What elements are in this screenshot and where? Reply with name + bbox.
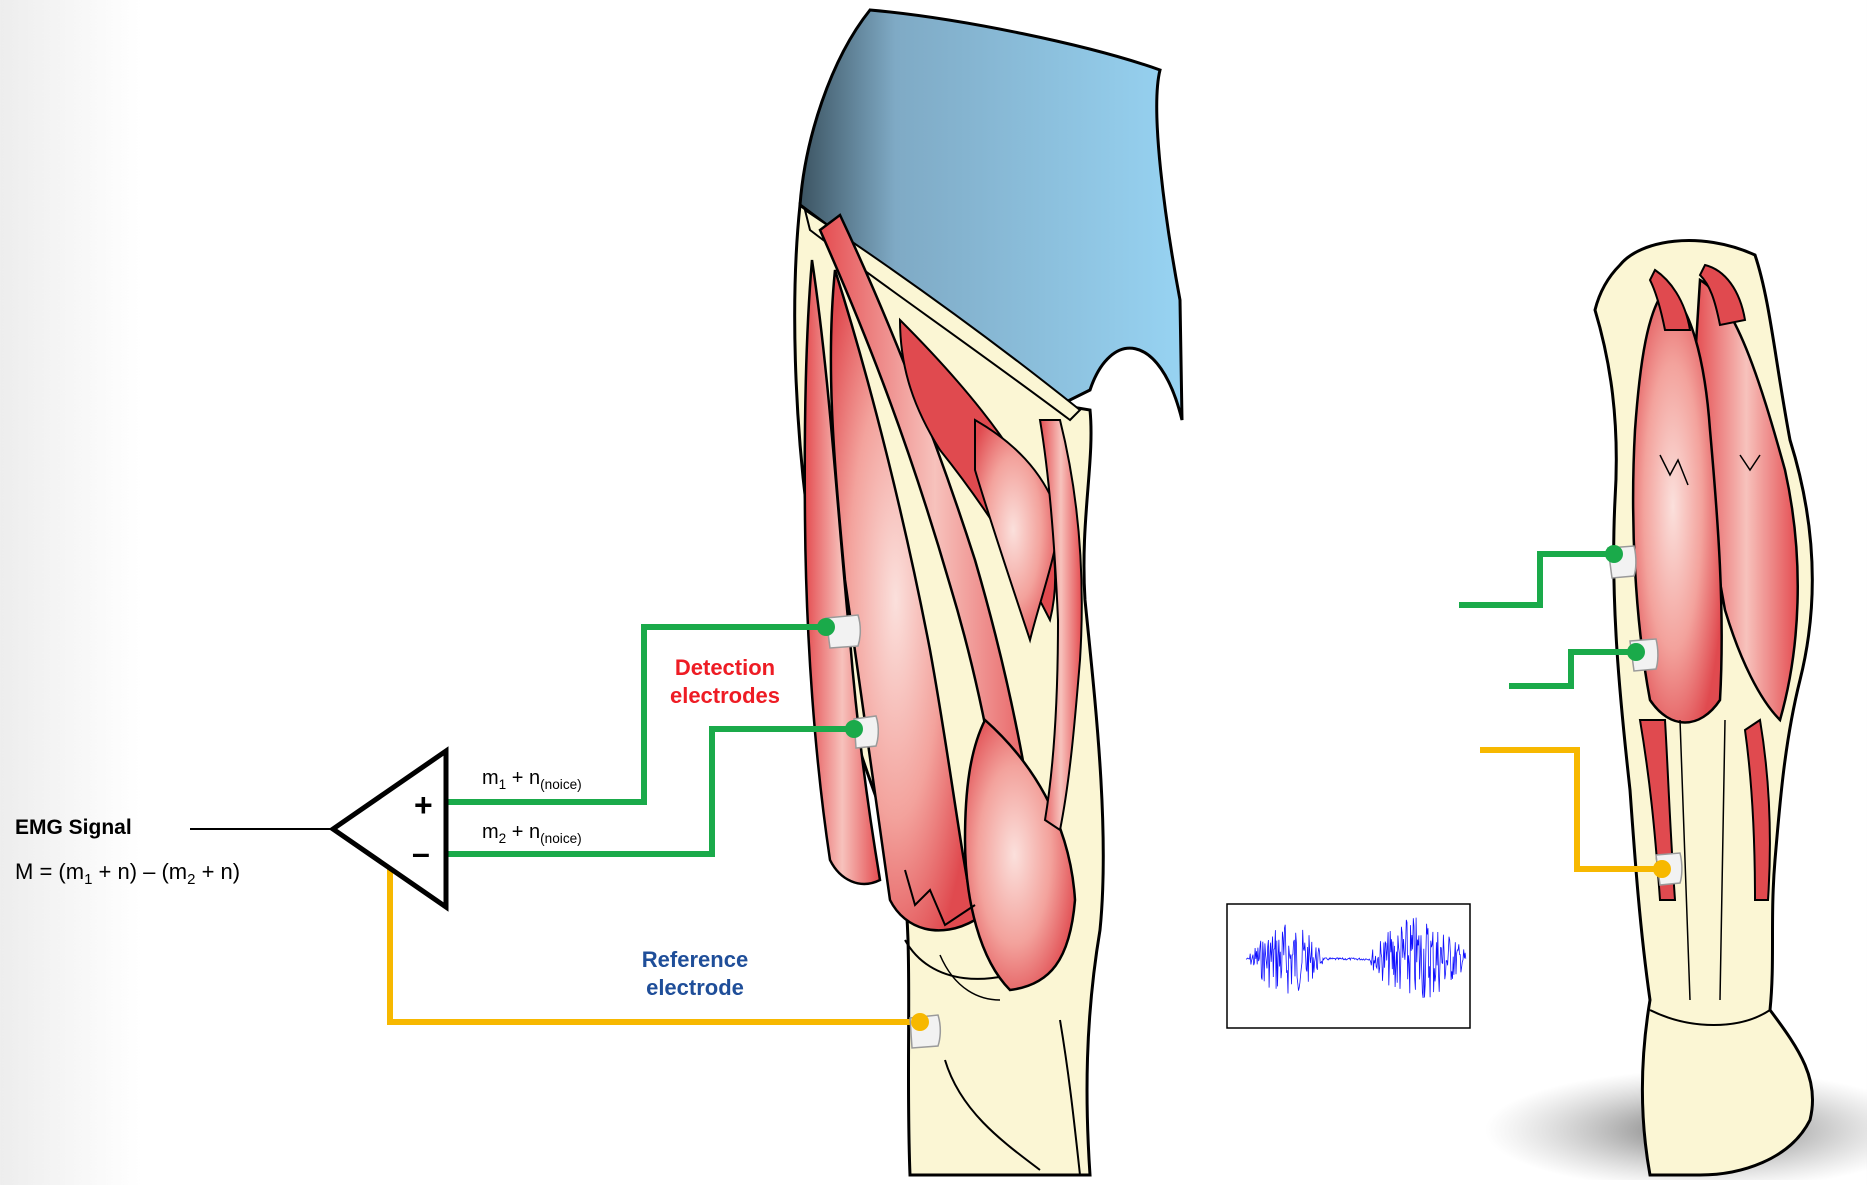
calf-detection-wire-1 [1459,554,1614,605]
detection-label-line2: electrodes [652,682,798,710]
electrode-pad-icon [910,1013,940,1048]
minus-sign: – [412,837,430,869]
reference-electrode-label: Reference electrode [622,946,768,1002]
detection-electrodes-label: Detection electrodes [652,654,798,710]
reference-label-line2: electrode [622,974,768,1002]
reference-label-line1: Reference [622,946,768,974]
m2-input-label: m2 + n(noice) [482,822,582,845]
detection-label-line1: Detection [652,654,798,682]
electrode-pad-icon [1605,545,1636,578]
plus-sign: + [414,789,433,821]
emg-signal-label: EMG Signal [15,817,132,838]
emg-trace-box [1227,904,1470,1028]
formula-label: M = (m1 + n) – (m2 + n) [15,861,240,888]
m1-input-label: m1 + n(noice) [482,768,582,791]
thigh-illustration [795,10,1182,1175]
calf-illustration [1485,241,1867,1180]
